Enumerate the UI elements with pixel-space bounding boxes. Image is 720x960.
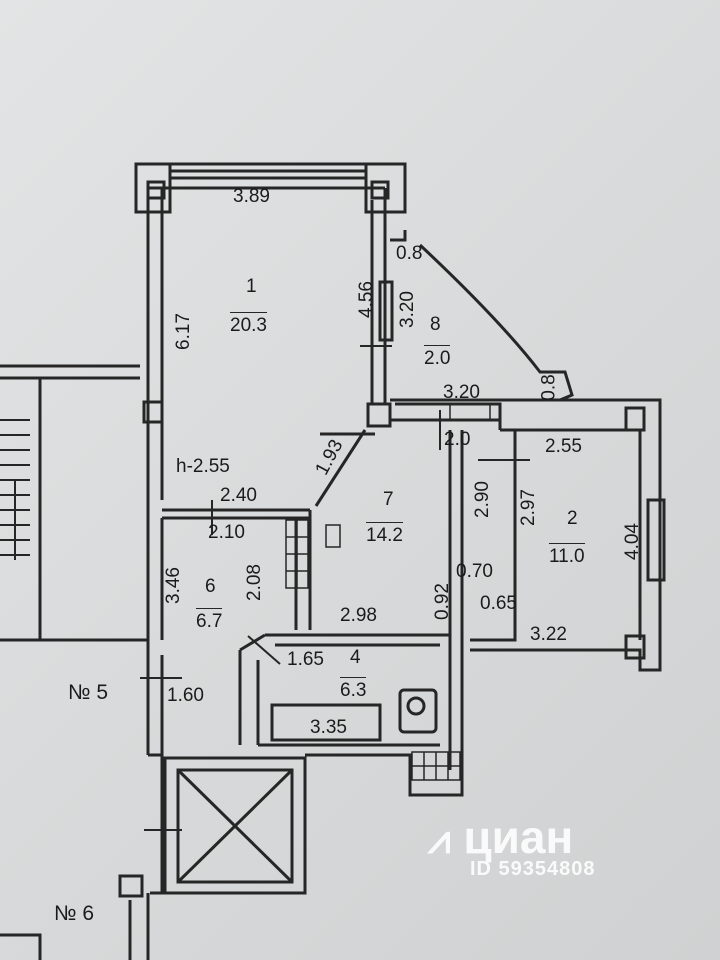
dim-3-20-b: 3.20 <box>443 382 480 403</box>
wall-room-7 <box>162 402 502 770</box>
column <box>118 874 144 898</box>
watermark-id: ID 59354808 <box>470 858 596 880</box>
watermark-logo: ⩘ циан <box>428 810 573 864</box>
dim-0-8-a: 0.8 <box>396 243 423 264</box>
window-top <box>134 162 407 214</box>
dim-2-10: 2.10 <box>208 522 245 543</box>
column <box>142 400 164 424</box>
wall-no6 <box>0 900 132 960</box>
room-7-number: 7 <box>383 489 394 510</box>
room-1-area: 20.3 <box>230 312 267 335</box>
wall-room-4 <box>239 633 452 770</box>
toilet <box>398 688 438 734</box>
dim-6-17: 6.17 <box>172 313 194 350</box>
dim-0-65: 0.65 <box>480 593 517 614</box>
room-4-number: 4 <box>350 647 361 668</box>
wall-stair-left <box>0 364 148 642</box>
balcony-8-glass <box>378 280 394 342</box>
dim-0-92: 0.92 <box>431 583 453 620</box>
dim-2-55: 2.55 <box>545 436 582 457</box>
wall-diag <box>314 429 367 507</box>
wall-corridor <box>146 753 464 960</box>
vent-shaft <box>285 403 491 781</box>
toilet-bowl <box>406 696 426 716</box>
room-6-number: 6 <box>205 576 216 597</box>
wall-room-6 <box>146 518 260 755</box>
dim-4-56: 4.56 <box>355 281 377 318</box>
balcony-8 <box>390 230 574 402</box>
dim-2-08: 2.08 <box>243 564 265 601</box>
dim-2-40: 2.40 <box>220 485 257 506</box>
dim-0-8-b: 0.8 <box>538 374 560 401</box>
dim-1-65: 1.65 <box>287 649 324 670</box>
room-1-number: 1 <box>246 276 257 297</box>
room-8-number: 8 <box>430 314 441 335</box>
stair-steps <box>0 419 30 560</box>
dim-3-20-a: 3.20 <box>396 291 418 328</box>
watermark-brand: циан <box>463 811 574 863</box>
dim-2-98: 2.98 <box>340 605 377 626</box>
dim-3-89: 3.89 <box>233 186 270 207</box>
dim-4-04: 4.04 <box>621 523 643 560</box>
watermark-icon: ⩘ <box>428 818 451 862</box>
bathtub <box>270 703 382 742</box>
dim-1-60: 1.60 <box>167 685 204 706</box>
column <box>366 402 392 428</box>
column <box>624 406 646 432</box>
dim-3-35: 3.35 <box>310 717 347 738</box>
dim-0-70: 0.70 <box>456 561 493 582</box>
ceiling-height: h-2.55 <box>176 456 230 477</box>
room-4-area: 6.3 <box>340 677 367 700</box>
dim-2-97: 2.97 <box>517 489 539 526</box>
apartment-no5-label: № 5 <box>68 681 109 704</box>
dim-3-22: 3.22 <box>530 624 567 645</box>
window-right <box>646 498 666 582</box>
elevator <box>163 756 307 895</box>
room-2-area: 11.0 <box>549 543 585 566</box>
wall-room-1 <box>146 186 387 640</box>
dimension-ticks <box>140 345 530 831</box>
room-7-area: 14.2 <box>366 522 403 545</box>
column <box>370 180 390 200</box>
room-2-number: 2 <box>567 508 578 529</box>
dim-2-90: 2.90 <box>471 481 493 518</box>
room-6-area: 6.7 <box>196 608 223 631</box>
dim-2-0: 2.0 <box>444 429 471 450</box>
column <box>624 634 646 660</box>
room-8-area: 2.0 <box>424 345 451 368</box>
apartment-no6-label: № 6 <box>54 902 95 925</box>
column <box>146 180 166 200</box>
dim-3-46: 3.46 <box>162 567 184 604</box>
